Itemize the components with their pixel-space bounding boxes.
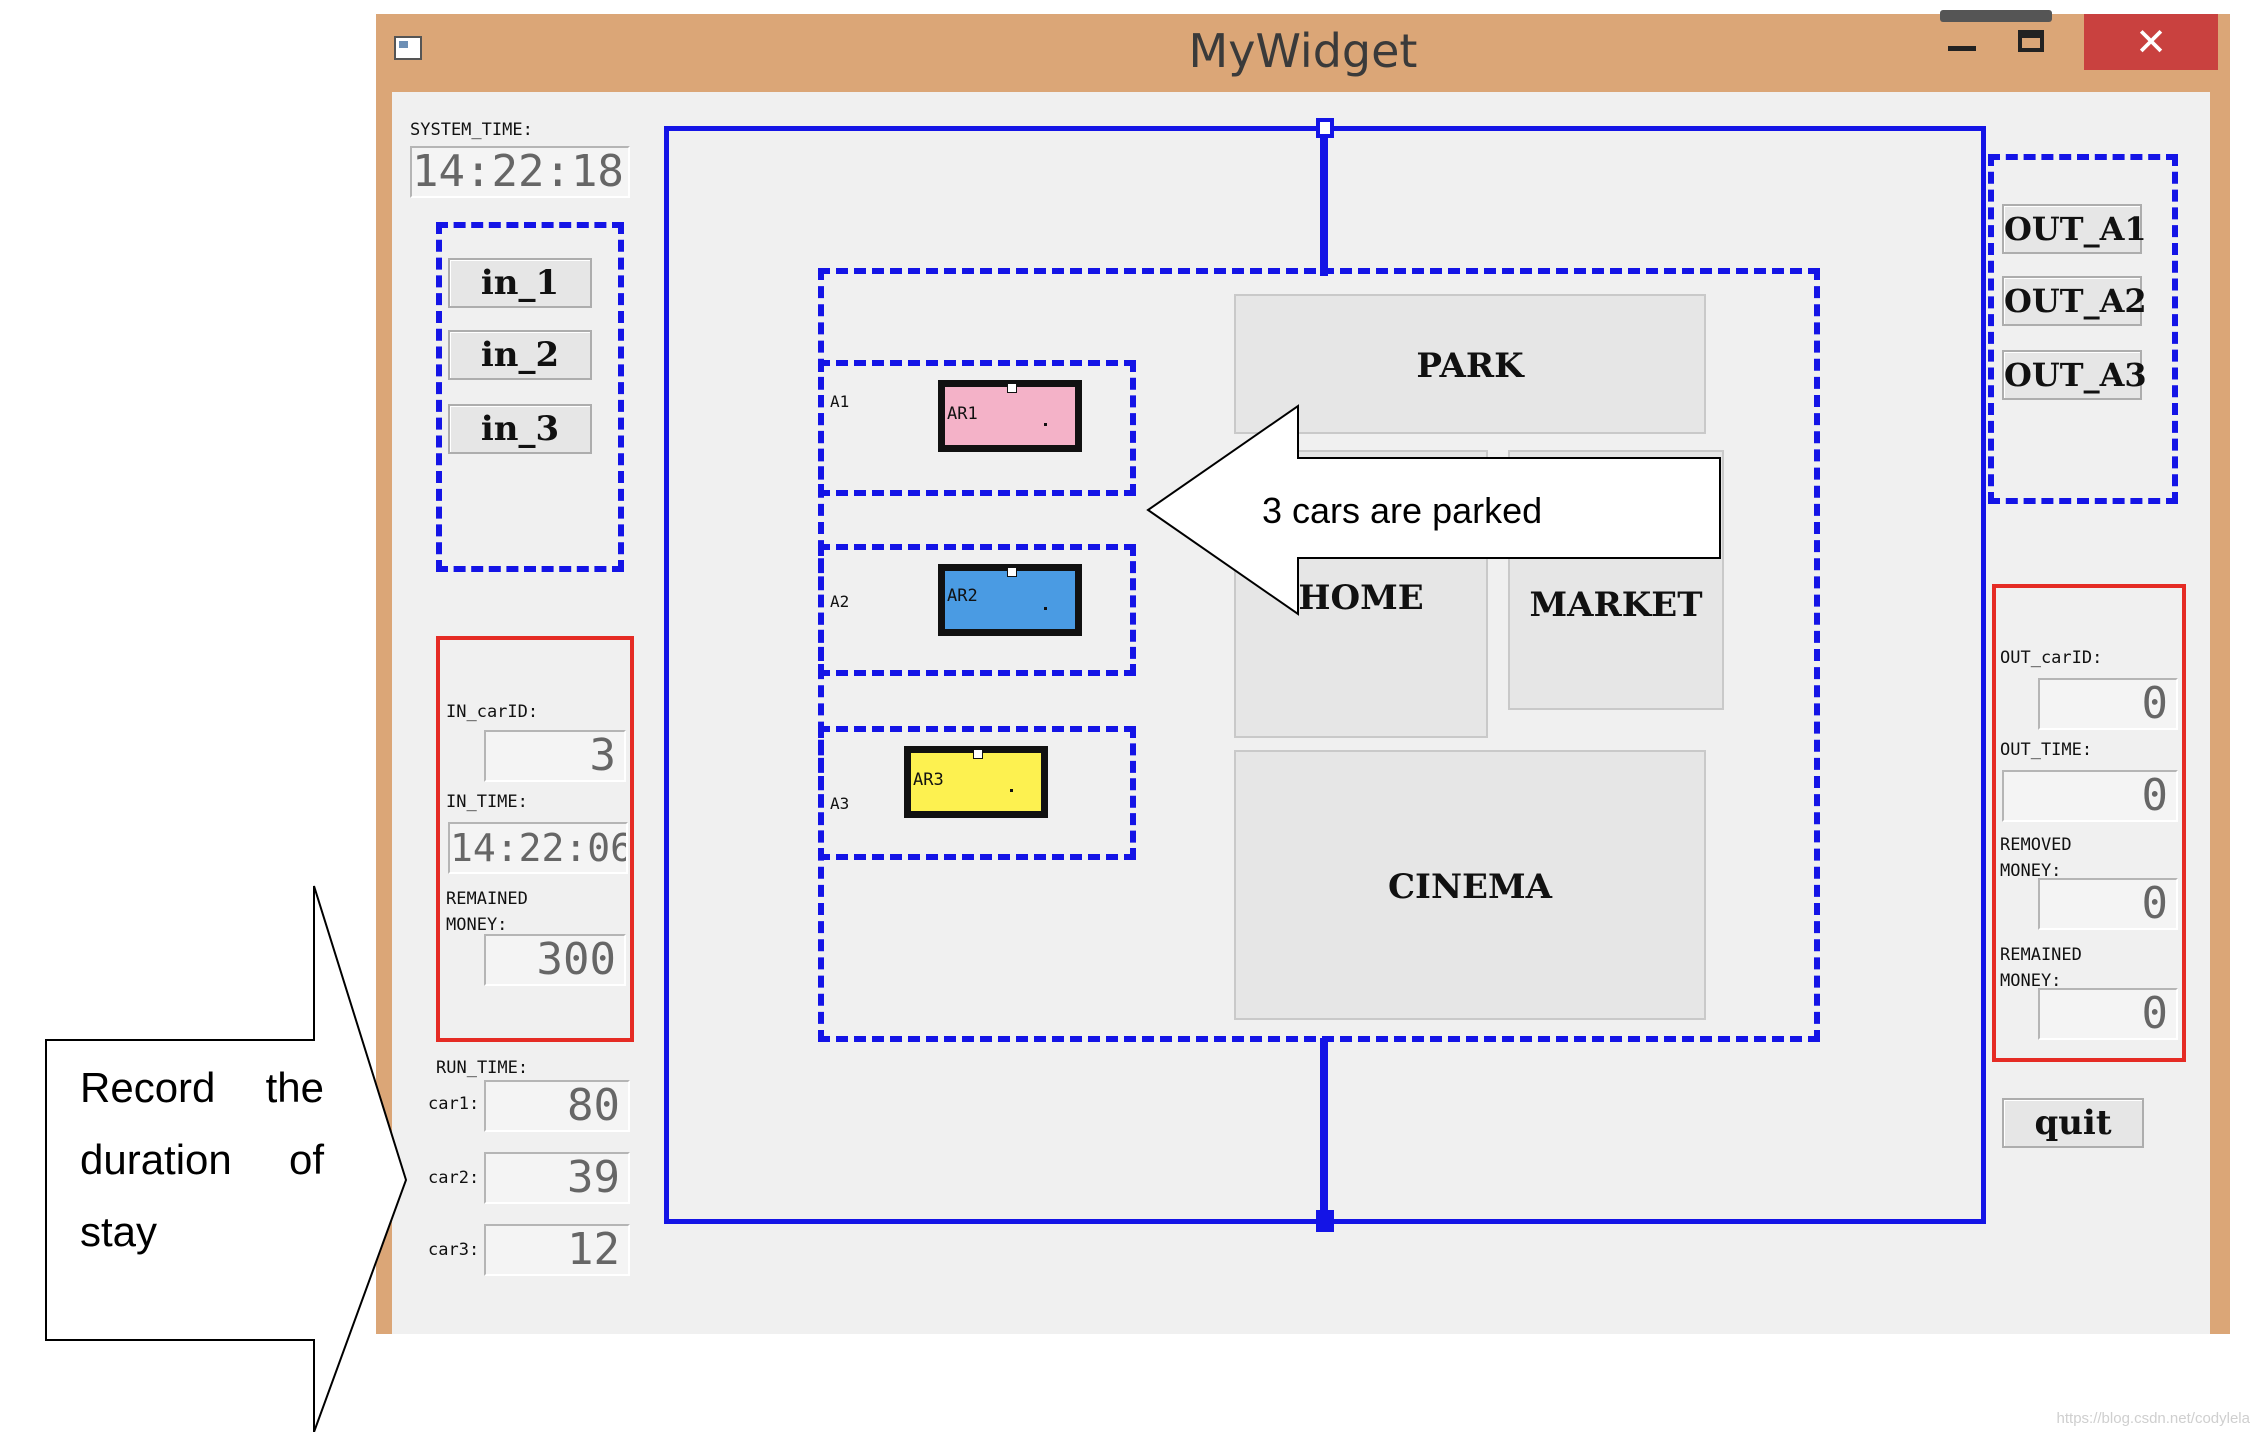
maximize-button[interactable]: [1998, 14, 2062, 68]
duration-callout-word-of: of: [288, 1136, 324, 1183]
app-icon: [394, 36, 422, 60]
out-time-display: 0: [2002, 770, 2178, 822]
out-a1-button[interactable]: OUT_A1: [2002, 204, 2147, 254]
close-button[interactable]: ✕: [2084, 14, 2218, 70]
in-time-display: 14:22:06: [448, 822, 628, 874]
title-bar-strip: [1940, 10, 2052, 22]
out-button-group: [1988, 154, 2178, 504]
out-remained-money-display: 0: [2038, 988, 2178, 1040]
parking-slot-a1-label: A1: [830, 392, 850, 411]
parking-slot-a3-label: A3: [830, 794, 850, 813]
in-remained-money-label-line2: MONEY:: [446, 915, 508, 935]
system-time-label: SYSTEM_TIME:: [410, 120, 533, 140]
car-ar2[interactable]: AR2: [938, 564, 1082, 636]
in-car-id-display: 3: [484, 730, 626, 782]
run-time-car3-label: car3:: [428, 1240, 480, 1260]
parking-slot-a2-label: A2: [830, 592, 850, 611]
watermark: https://blog.csdn.net/codylela: [2056, 1410, 2250, 1427]
out-a2-button[interactable]: OUT_A2: [2002, 276, 2147, 326]
out-a3-button[interactable]: OUT_A3: [2002, 350, 2147, 400]
parking-slot-a3[interactable]: [818, 726, 1136, 860]
road-bottom-connector: [1320, 1038, 1328, 1224]
car-ar1[interactable]: AR1: [938, 380, 1082, 452]
car-ar3-label: AR3: [913, 770, 944, 790]
out-car-id-label: OUT_carID:: [2000, 648, 2103, 668]
removed-money-label-line2: MONEY:: [2000, 861, 2062, 881]
minimize-button[interactable]: [1930, 14, 1994, 68]
in-remained-money-label-line1: REMAINED: [446, 889, 528, 909]
run-time-car2-display: 39: [484, 1152, 630, 1204]
car-ar2-label: AR2: [947, 586, 978, 606]
car-ar1-label: AR1: [947, 404, 978, 424]
road-top-connector: [1320, 126, 1328, 276]
quit-button[interactable]: quit: [2002, 1098, 2144, 1148]
window-title: MyWidget: [1188, 24, 1418, 78]
in-1-button[interactable]: in_1: [448, 258, 592, 308]
duration-callout-word-duration: duration: [80, 1136, 232, 1183]
in-remained-money-label: REMAINED MONEY:: [446, 886, 528, 938]
removed-money-label-line1: REMOVED: [2000, 835, 2072, 855]
run-time-car1-label: car1:: [428, 1094, 480, 1114]
run-time-car1-display: 80: [484, 1080, 630, 1132]
run-time-car3-display: 12: [484, 1224, 630, 1276]
in-time-label: IN_TIME:: [446, 792, 528, 812]
road-bottom-node: [1316, 1210, 1334, 1232]
out-remained-money-label-line2: MONEY:: [2000, 971, 2062, 991]
removed-money-display: 0: [2038, 878, 2178, 930]
in-remained-money-display: 300: [484, 934, 626, 986]
in-3-button[interactable]: in_3: [448, 404, 592, 454]
out-remained-money-label: REMAINED MONEY:: [2000, 942, 2082, 994]
in-car-id-label: IN_carID:: [446, 702, 539, 722]
duration-callout-line3: stay: [80, 1208, 158, 1255]
out-info-group: [1992, 584, 2186, 1062]
in-info-group: [436, 636, 634, 1042]
in-button-group: [436, 222, 624, 572]
parked-callout-text: 3 cars are parked: [1262, 490, 1543, 531]
parking-slot-a2[interactable]: [818, 544, 1136, 676]
run-time-car2-label: car2:: [428, 1168, 480, 1188]
system-time-display: 14:22:18: [410, 146, 630, 198]
out-time-label: OUT_TIME:: [2000, 740, 2093, 760]
duration-callout-word-record: Record: [80, 1064, 216, 1111]
duration-callout-line2: duration of: [80, 1136, 324, 1184]
duration-callout-line1: Record the: [80, 1064, 324, 1112]
in-2-button[interactable]: in_2: [448, 330, 592, 380]
removed-money-label: REMOVED MONEY:: [2000, 832, 2072, 884]
parked-callout-arrow: [1146, 404, 1721, 616]
out-remained-money-label-line1: REMAINED: [2000, 945, 2082, 965]
duration-callout-word-the: the: [265, 1064, 324, 1111]
road-top-node: [1316, 118, 1334, 138]
parking-slot-a1[interactable]: [818, 360, 1136, 496]
room-park[interactable]: PARK: [1234, 294, 1706, 434]
car-ar3[interactable]: AR3: [904, 746, 1048, 818]
room-cinema[interactable]: CINEMA: [1234, 750, 1706, 1020]
duration-callout-shape: [45, 885, 408, 1432]
run-time-label: RUN_TIME:: [436, 1058, 529, 1078]
out-car-id-display: 0: [2038, 678, 2178, 730]
